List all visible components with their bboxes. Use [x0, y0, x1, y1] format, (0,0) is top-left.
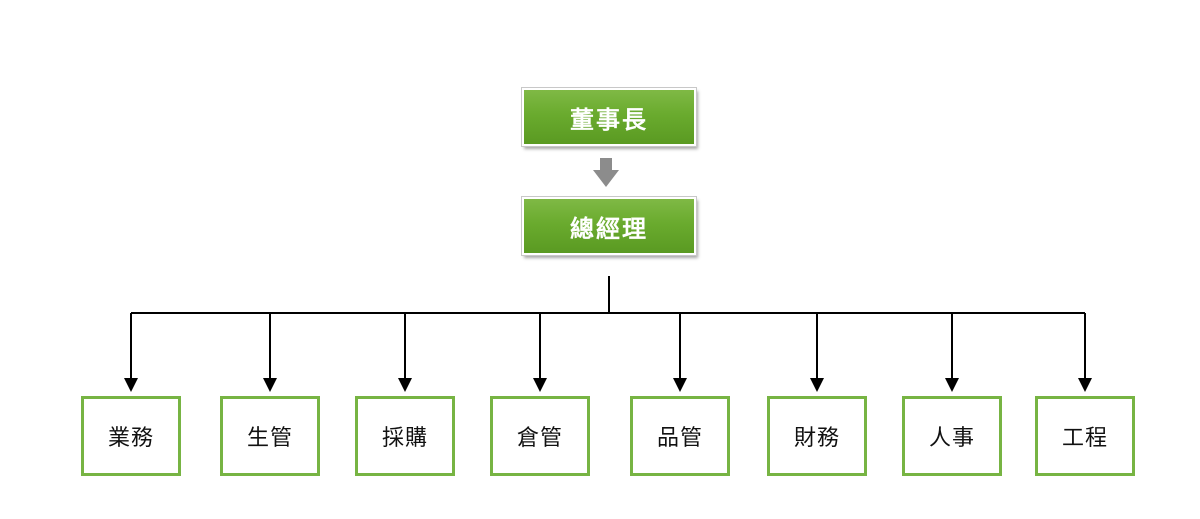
dept-box-warehouse: 倉管	[490, 396, 590, 476]
arrow-down-icon	[263, 378, 277, 392]
dept-box-sales: 業務	[81, 396, 181, 476]
arrow-down-icon	[945, 378, 959, 392]
dept-label: 品管	[656, 426, 703, 451]
dept-box-finance: 財務	[767, 396, 867, 476]
arrow-down-icon	[810, 378, 824, 392]
chairman-label: 董事長	[570, 104, 648, 134]
dept-box-purchasing: 採購	[355, 396, 455, 476]
dept-label: 財務	[793, 426, 840, 451]
chairman-box: 董事長	[521, 87, 697, 147]
dept-label: 生管	[246, 426, 293, 451]
arrow-down-icon	[1078, 378, 1092, 392]
down-arrow-icon	[593, 158, 619, 187]
dept-label: 工程	[1061, 426, 1108, 451]
dept-label: 業務	[107, 426, 154, 451]
dept-box-quality-control: 品管	[630, 396, 730, 476]
arrow-down-icon	[673, 378, 687, 392]
dept-arrows	[124, 313, 1092, 392]
dept-label: 採購	[381, 426, 428, 451]
arrow-down-icon	[398, 378, 412, 392]
dept-label: 人事	[928, 426, 975, 451]
general-manager-box: 總經理	[521, 196, 697, 256]
arrow-down-icon	[533, 378, 547, 392]
arrow-down-icon	[124, 378, 138, 392]
dept-box-production-control: 生管	[220, 396, 320, 476]
dept-box-human-resources: 人事	[902, 396, 1002, 476]
dept-box-engineering: 工程	[1035, 396, 1135, 476]
dept-label: 倉管	[516, 426, 563, 451]
general-manager-label: 總經理	[570, 213, 648, 243]
